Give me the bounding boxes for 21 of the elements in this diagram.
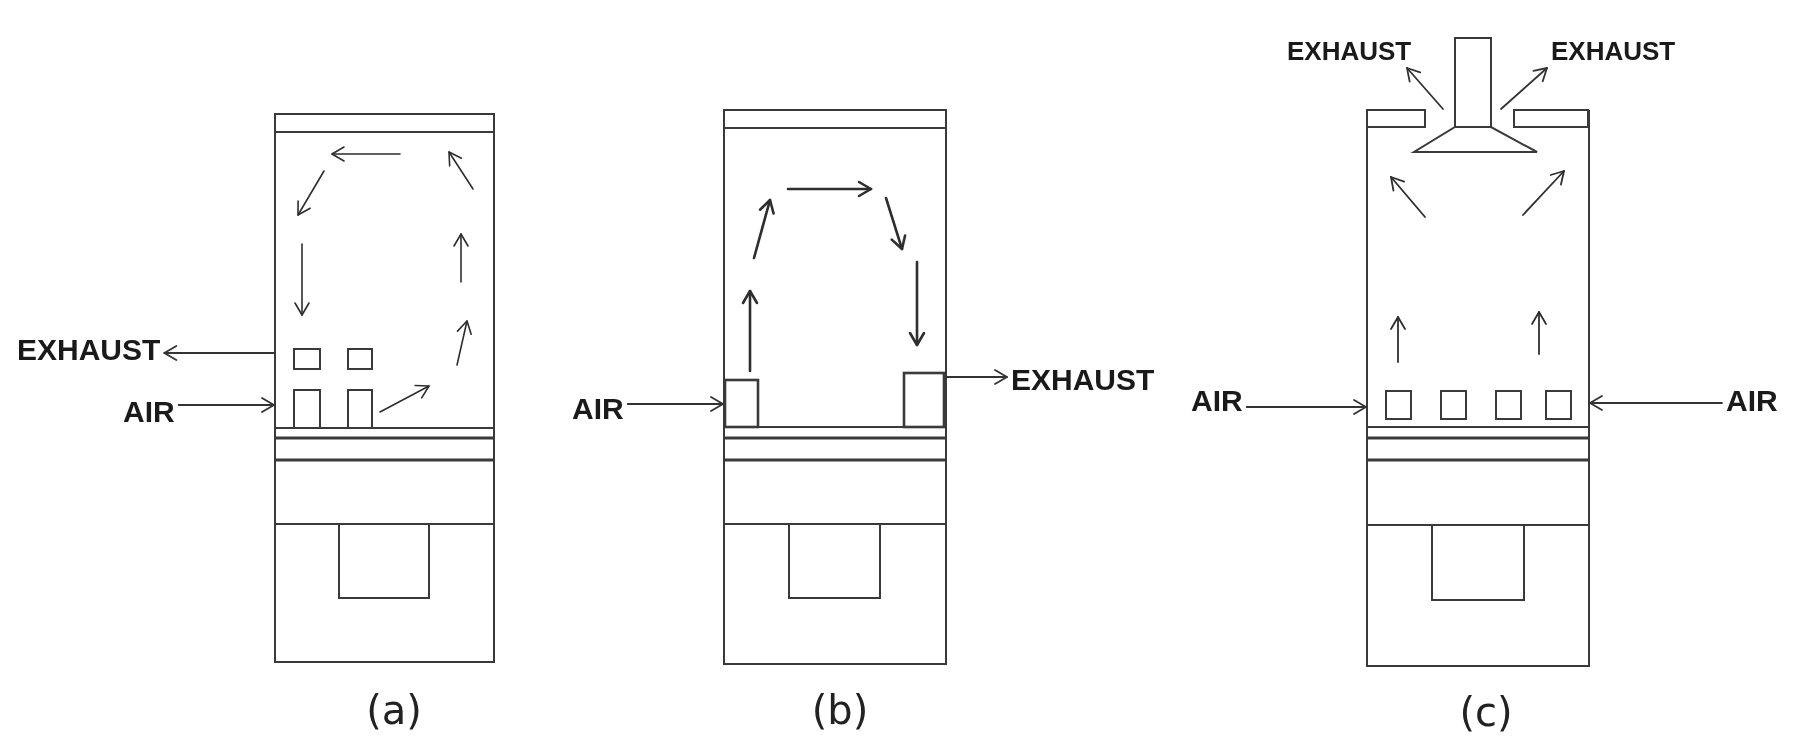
panel-caption: (a) [366,690,422,730]
arrow [1406,67,1444,110]
flow-label: AIR [1191,386,1243,416]
arrow [1500,67,1548,110]
arrow [1245,399,1367,415]
arrow [1589,395,1723,411]
panel-caption: (b) [811,690,869,730]
panel-caption: (c) [1459,692,1513,732]
cabinet-drawing [274,113,495,663]
arrow [626,396,724,412]
arrow [163,345,275,361]
cabinet-drawing [723,109,947,665]
arrow [177,397,275,413]
flow-label: EXHAUST [17,335,161,365]
flow-label: EXHAUST [1287,38,1412,64]
flow-label: AIR [123,397,175,427]
flow-label: AIR [1726,386,1778,416]
flow-label: EXHAUST [1551,38,1676,64]
flow-label: AIR [572,394,624,424]
arrow [946,369,1008,385]
flow-label: EXHAUST [1011,365,1155,395]
